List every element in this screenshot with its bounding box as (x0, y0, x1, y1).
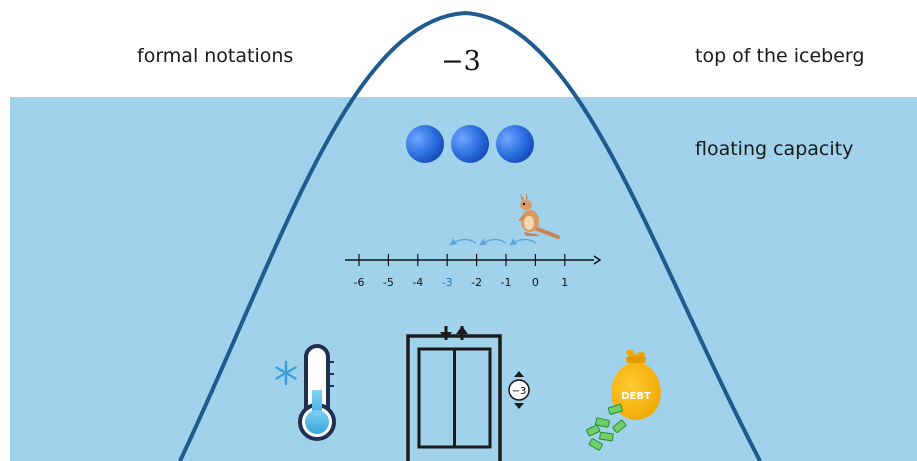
jump-arrow-icon (509, 238, 537, 246)
banknote-icon (588, 438, 603, 451)
elevator-floor-display: −3 (512, 386, 527, 397)
jump-arrow-icon (479, 238, 507, 246)
number-line-tick-label: 1 (561, 276, 568, 289)
banknote-icon (586, 424, 601, 437)
jump-arrow-icon (449, 238, 477, 246)
number-line-arrowhead (593, 255, 602, 265)
money-bag-label: DEBT (621, 391, 651, 402)
blue-ball-icon (451, 125, 489, 163)
floating-capacity-label: floating capacity (695, 138, 854, 160)
floating-balls (406, 125, 534, 163)
snowflake-icon (275, 360, 297, 386)
number-line: -6 -5 -4 -3 -2 -1 0 1 (345, 254, 602, 289)
banknote-icon (612, 419, 627, 434)
number-line-tick-label: -4 (412, 276, 423, 289)
banknote-icon (599, 431, 614, 442)
kangaroo-icon (519, 192, 560, 239)
blue-ball-icon (406, 125, 444, 163)
elevator-floor-indicator: −3 (508, 371, 530, 409)
banknote-icon (594, 417, 610, 428)
formal-notations-label: formal notations (137, 45, 294, 67)
thermometer-icon (298, 344, 336, 441)
blue-ball-icon (496, 125, 534, 163)
number-line-tick-label: -2 (471, 276, 482, 289)
jump-arrows (449, 238, 537, 246)
banknote-icon (607, 403, 623, 415)
number-line-tick-label: -5 (383, 276, 394, 289)
iceberg-outline (178, 10, 762, 461)
negative-three-label: −3 (441, 46, 481, 77)
number-line-tick-label: 0 (532, 276, 539, 289)
number-line-tick-label: -6 (354, 276, 365, 289)
money-bag-icon: DEBT (611, 349, 661, 420)
top-of-iceberg-label: top of the iceberg (695, 45, 865, 67)
number-line-tick-label: -3 (442, 276, 453, 289)
number-line-tick-label: -1 (501, 276, 512, 289)
banknotes (586, 403, 627, 451)
elevator-icon (406, 326, 502, 461)
